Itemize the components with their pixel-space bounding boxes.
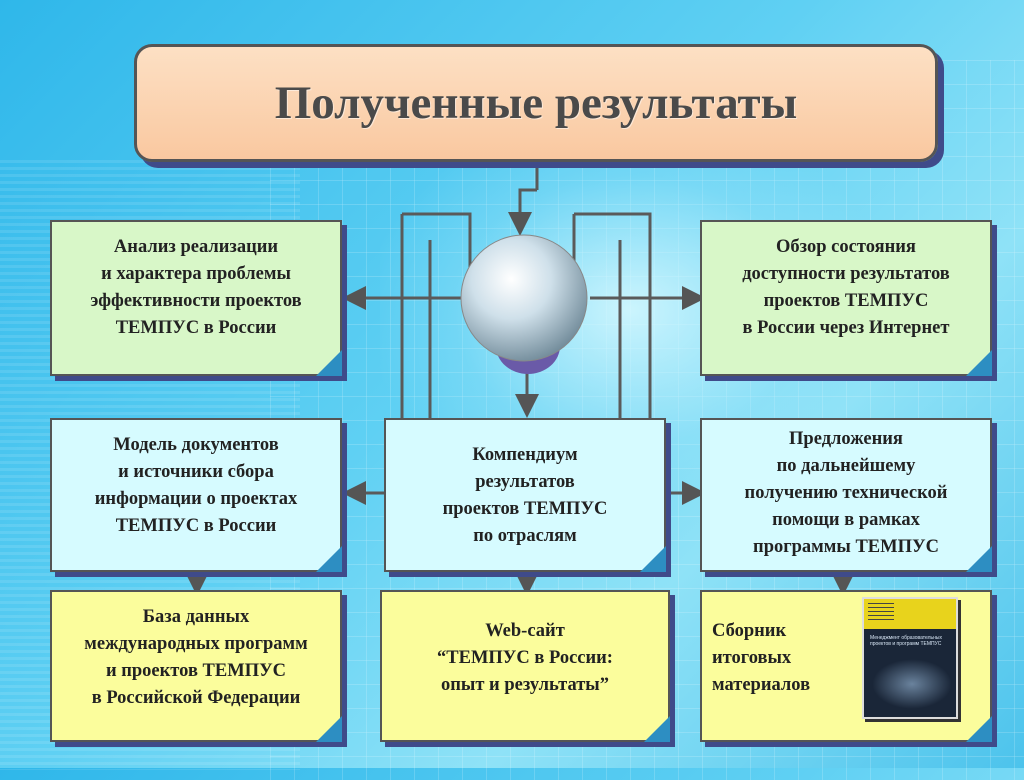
box-compendium: Компендиум результатов проектов ТЕМПУС п… xyxy=(384,418,666,572)
page-curl xyxy=(316,716,342,742)
book-cover-image: Менеджмент образовательных проектов и пр… xyxy=(862,597,958,719)
box-compendium-text: Компендиум результатов проектов ТЕМПУС п… xyxy=(442,445,608,546)
sphere xyxy=(460,234,588,362)
page-curl xyxy=(644,716,670,742)
box-collection-text: Сборник итоговых материалов xyxy=(712,621,811,695)
box-database: База данных международных программ и про… xyxy=(50,590,342,742)
box-overview: Обзор состояния доступности результатов … xyxy=(700,220,992,376)
page-curl xyxy=(966,716,992,742)
box-analysis: Анализ реализации и характера проблемы э… xyxy=(50,220,342,376)
box-database-text: База данных международных программ и про… xyxy=(84,607,308,708)
page-curl xyxy=(966,350,992,376)
book-cover-authors xyxy=(868,603,894,621)
page-curl xyxy=(316,546,342,572)
box-proposals: Предложения по дальнейшему получению тех… xyxy=(700,418,992,572)
book-cover-globe xyxy=(872,659,952,709)
page-title: Полученные результаты xyxy=(274,77,798,129)
box-website-text: Web-сайт “ТЕМПУС в России: опыт и резуль… xyxy=(437,621,613,695)
connector-frame-left-top xyxy=(402,212,472,290)
connector-title-branch xyxy=(508,188,537,236)
page-curl xyxy=(640,546,666,572)
page-curl xyxy=(316,350,342,376)
page-curl xyxy=(966,546,992,572)
box-proposals-text: Предложения по дальнейшему получению тех… xyxy=(744,429,948,557)
book-cover-band xyxy=(864,599,956,629)
box-overview-text: Обзор состояния доступности результатов … xyxy=(742,237,950,338)
box-model-text: Модель документов и источники сбора инфо… xyxy=(94,435,298,536)
box-analysis-text: Анализ реализации и характера проблемы э… xyxy=(90,237,302,338)
book-cover-title: Менеджмент образовательных проектов и пр… xyxy=(870,635,943,647)
connector-frame-right xyxy=(574,212,652,420)
box-model: Модель документов и источники сбора инфо… xyxy=(50,418,342,572)
title-box: Полученные результаты xyxy=(134,44,938,162)
box-website: Web-сайт “ТЕМПУС в России: опыт и резуль… xyxy=(380,590,670,742)
